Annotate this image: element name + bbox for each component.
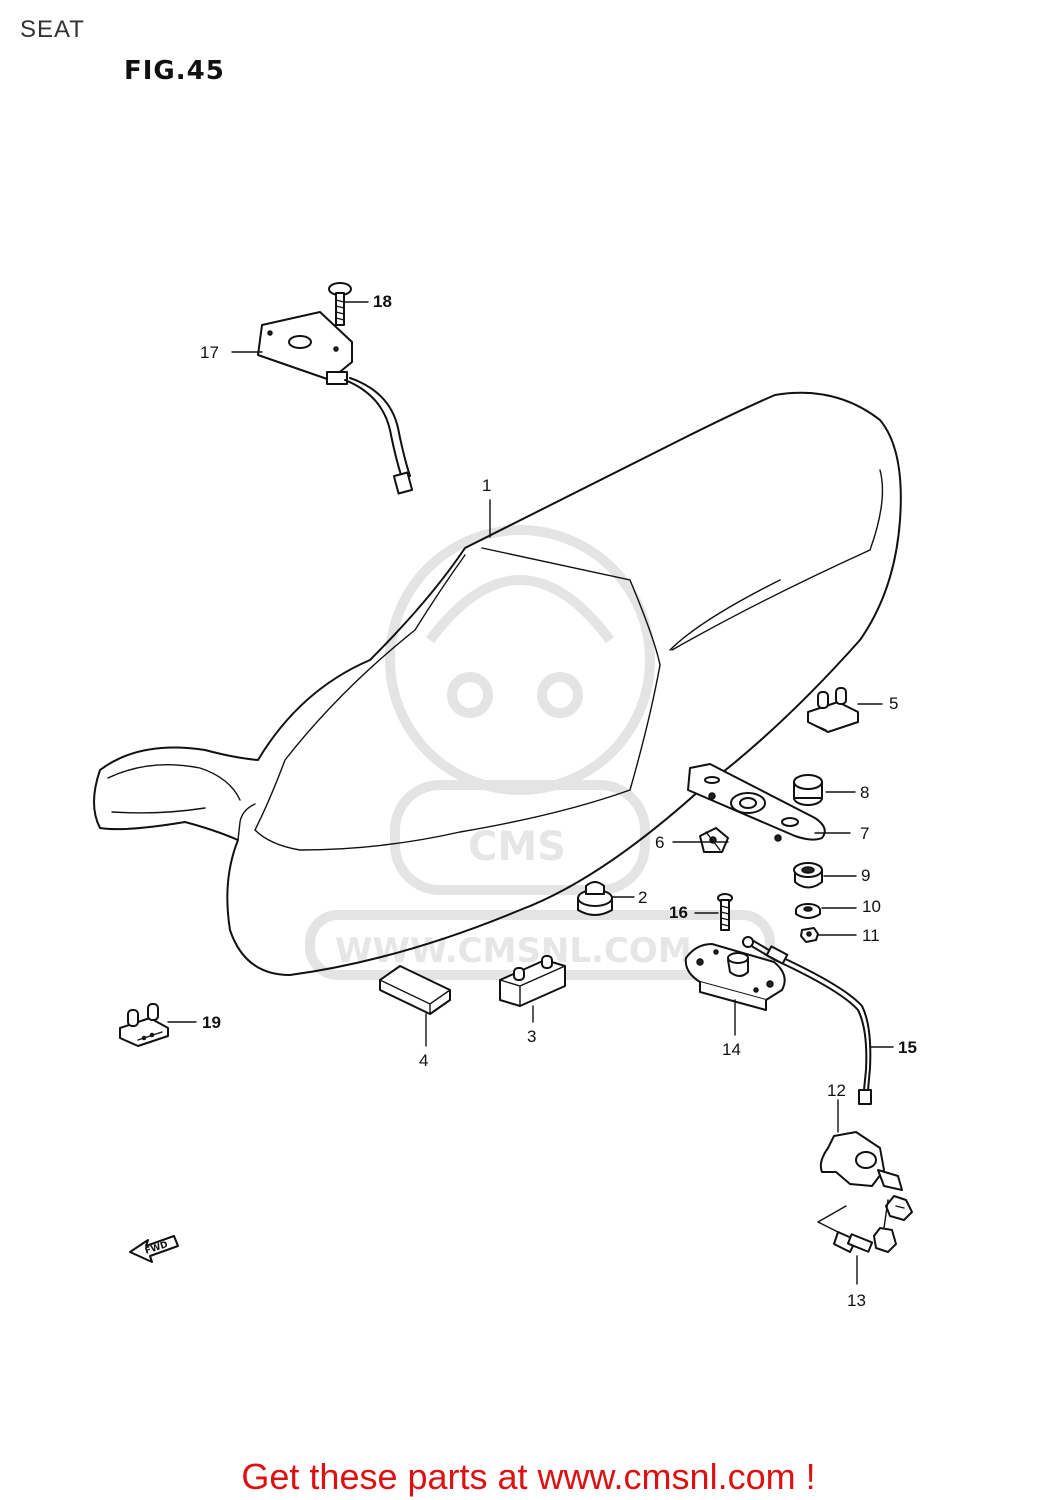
part-15-cable [742,936,872,1105]
callout-15: 15 [898,1038,917,1057]
callout-19: 19 [202,1013,221,1032]
part-3-block [499,955,566,1007]
part-19-clip [119,1003,169,1047]
part-12-seat-lock [819,1131,913,1253]
callout-14: 14 [722,1040,741,1059]
part-14-lock-base [684,943,786,1011]
part-2-stopper [577,881,613,916]
watermark-url: WWW.CMSNL.COM [335,931,692,971]
callout-12: 12 [827,1081,846,1100]
callout-16: 16 [669,903,688,922]
callout-5: 5 [889,694,899,713]
page-title: SEAT [20,16,85,43]
part-5-clip [807,687,859,733]
fwd-arrow-icon: FWD [129,1235,179,1263]
part-7-plate [687,763,826,842]
callout-6: 6 [655,833,665,852]
part-11-nut [800,927,819,943]
part-17-switch [257,311,414,495]
callout-18: 18 [373,292,392,311]
cmsnl-watermark: CMS WWW.CMSNL.COM [305,525,775,980]
callout-2: 2 [638,888,648,907]
callout-13: 13 [847,1291,866,1310]
part-9-damper [793,862,823,889]
callout-8: 8 [860,783,870,802]
callout-7: 7 [860,824,870,843]
part-13-screw [817,1205,874,1253]
seat-assembly [93,391,902,976]
callout-11: 11 [862,926,880,945]
callout-3: 3 [527,1027,537,1046]
get-parts-link[interactable]: Get these parts at www.cmsnl.com ! [241,1456,816,1497]
part-6-grommet [699,827,729,853]
callout-4: 4 [419,1051,429,1070]
part-18-screw [328,282,352,326]
leader-lines [167,301,894,1285]
callout-1: 1 [482,476,492,495]
figure-label: FIG.45 [124,56,225,86]
part-16-bolt [717,893,733,931]
part-4-pad [379,965,451,1015]
watermark-brand: CMS [468,824,566,870]
part-8-damper [793,774,823,806]
callout-9: 9 [861,866,871,885]
part-10-washer [795,903,821,919]
callout-10: 10 [862,897,881,916]
callout-17: 17 [200,343,219,362]
